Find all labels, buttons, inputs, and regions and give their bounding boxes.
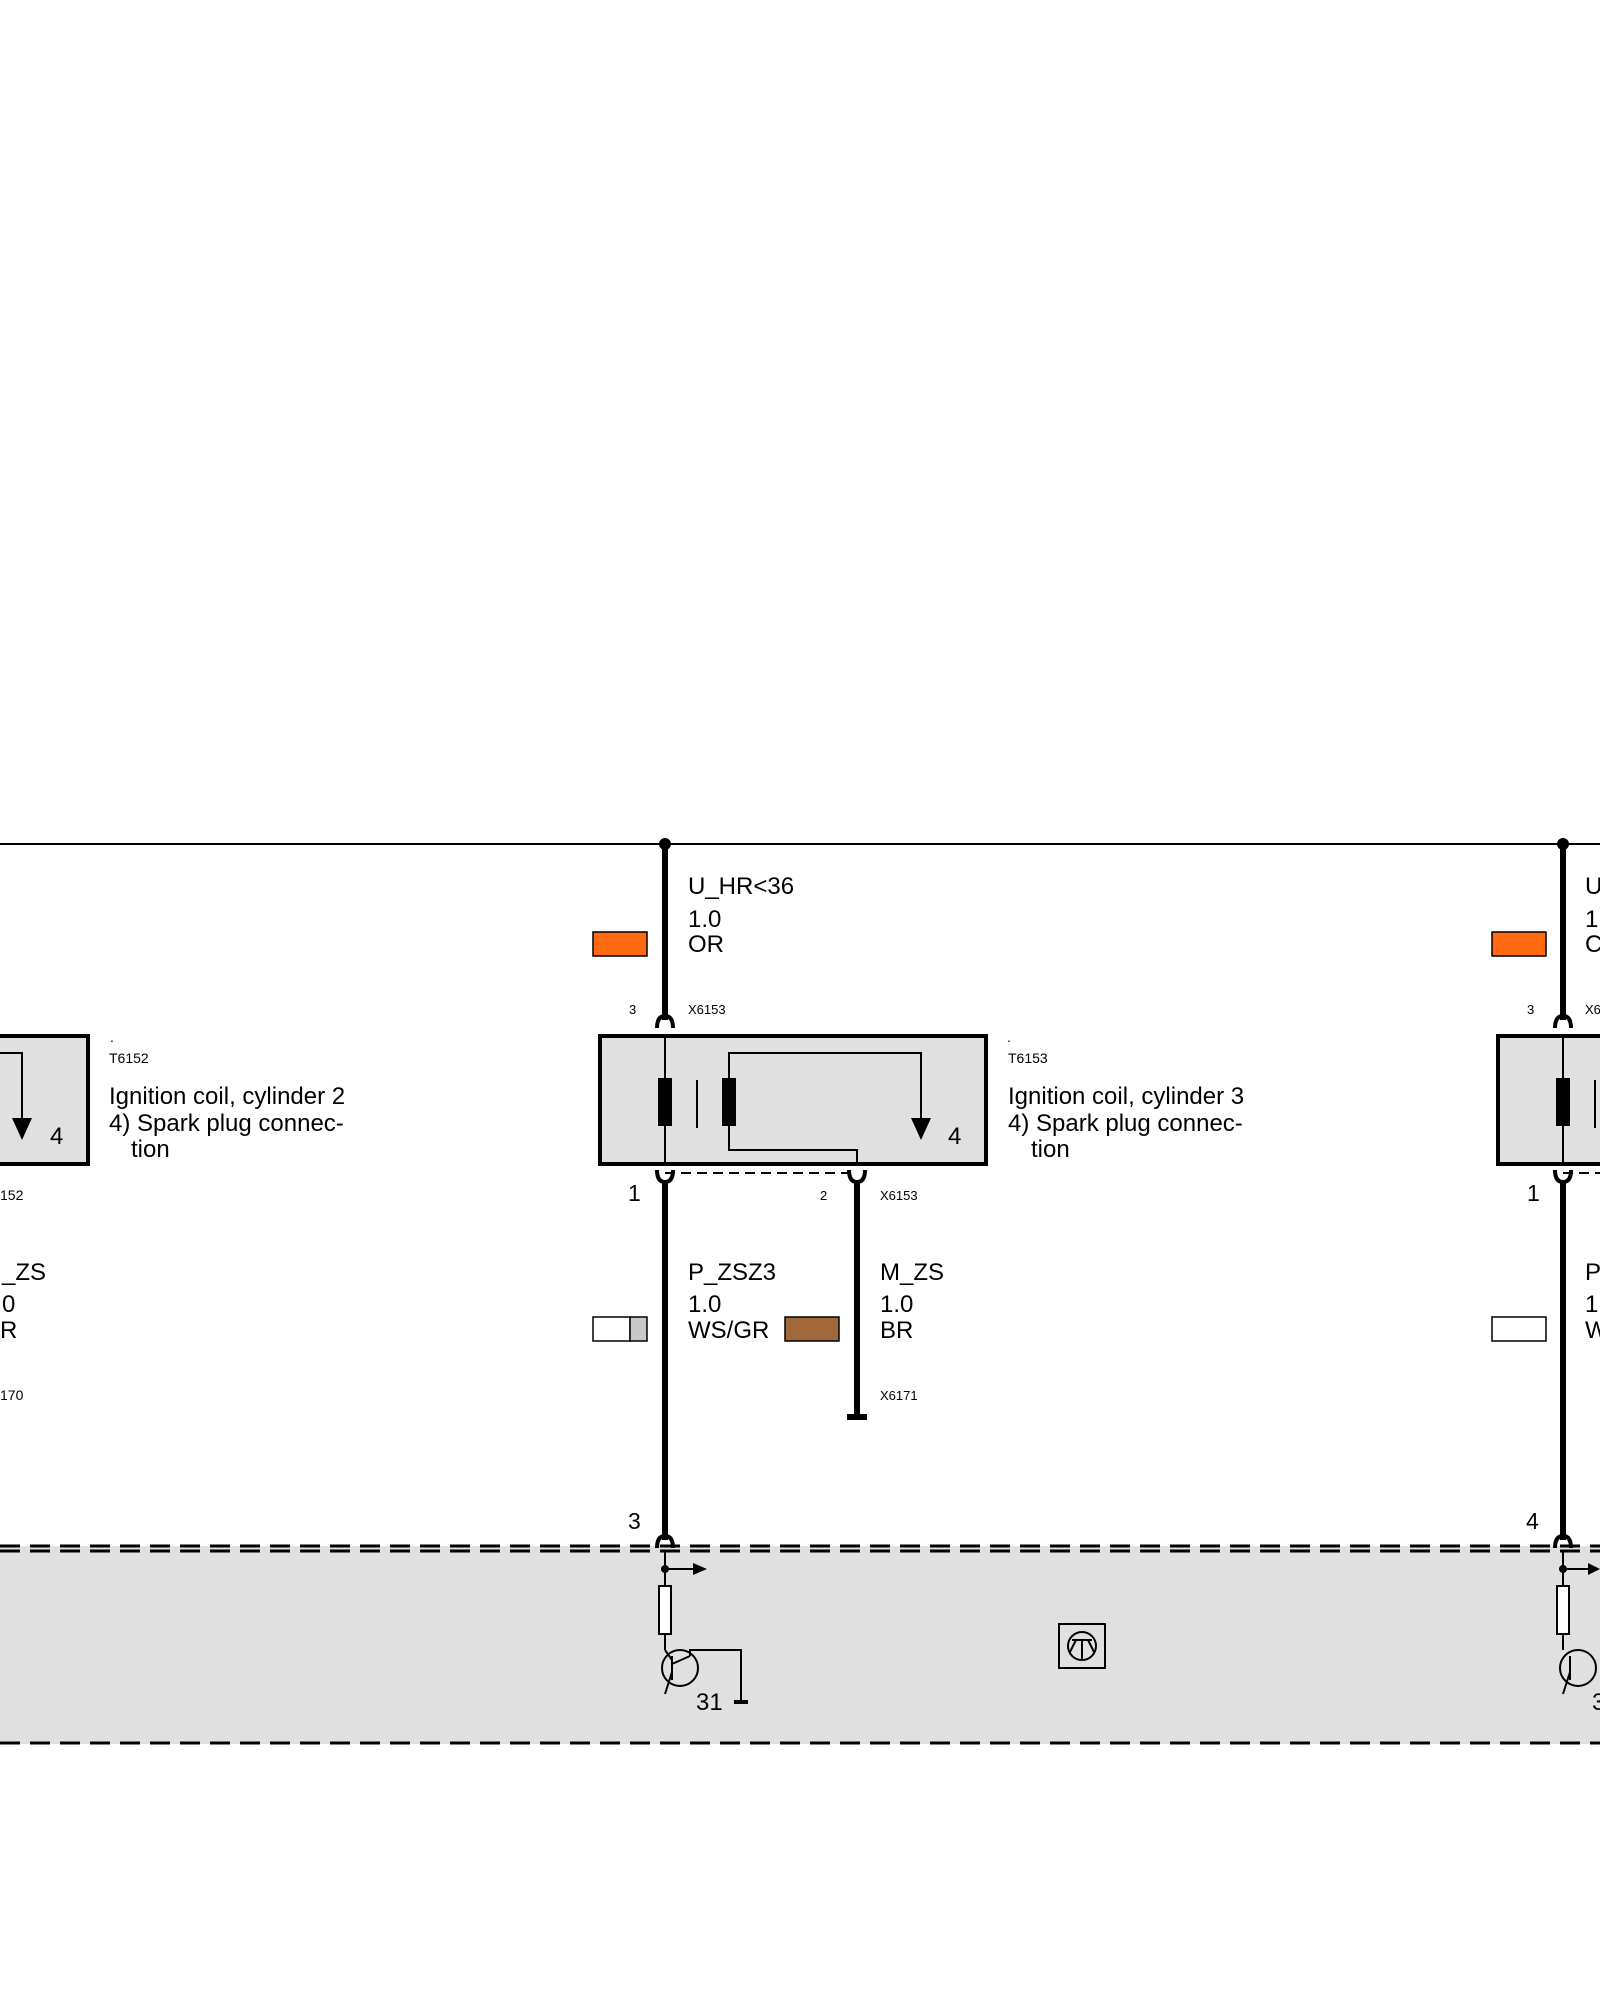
coil3-primary-winding xyxy=(658,1078,672,1126)
coil2-wire-color: R xyxy=(0,1317,17,1344)
ecu-resistor-right xyxy=(1556,1585,1570,1635)
pin1-label-right: 1 xyxy=(1527,1180,1540,1206)
coil2-bottom-connector: 152 xyxy=(0,1187,24,1203)
ecu-pin-right: 4 xyxy=(1526,1508,1539,1534)
bottom-connector-center: X6153 xyxy=(880,1188,918,1203)
signal-name-center: P_ZSZ3 xyxy=(688,1259,776,1286)
pin2-connector-center xyxy=(847,1169,867,1185)
ecu-transistor-icon xyxy=(1058,1623,1106,1669)
transistor-emitter2-right xyxy=(1562,1671,1571,1695)
coil3-desc-3: tion xyxy=(1031,1136,1070,1163)
supply-connector-center xyxy=(655,1013,675,1029)
supply-name-right: U xyxy=(1585,873,1600,900)
transistor-icon-right xyxy=(1559,1649,1597,1687)
ground-color-center: BR xyxy=(880,1317,913,1344)
ecu-connector-center xyxy=(655,1533,675,1549)
coil2-pin-out: 4 xyxy=(50,1123,63,1150)
ground-size-center: 1.0 xyxy=(880,1291,913,1318)
ignition-coil-cyl3 xyxy=(598,1034,988,1166)
coil2-output-arrow xyxy=(12,1118,32,1140)
ignition-coil-cyl2 xyxy=(0,1034,90,1166)
coil3-dot: . xyxy=(1007,1029,1011,1045)
supply-size-center: 1.0 xyxy=(688,906,721,933)
ecu-connector-right xyxy=(1553,1533,1573,1549)
ecu-arrow-head-right xyxy=(1588,1563,1600,1575)
top-pin-center: 3 xyxy=(629,1002,636,1017)
ground-terminal-center xyxy=(847,1414,867,1420)
coil3-secondary-path xyxy=(728,1052,922,1118)
coil2-desc-2: 4) Spark plug connec- xyxy=(109,1110,344,1137)
coil3-id: T6153 xyxy=(1008,1050,1048,1066)
coil3-ground-path xyxy=(728,1126,858,1164)
ecu-ground-label-right: 3 xyxy=(1592,1689,1600,1716)
pin1-label-center: 1 xyxy=(628,1180,641,1206)
transistor-emitter-center xyxy=(671,1655,691,1665)
signal-color-center: WS/GR xyxy=(688,1317,769,1344)
coil4-primary-winding xyxy=(1556,1078,1570,1126)
pin2-label-center: 2 xyxy=(820,1188,827,1203)
signal-name-right: P xyxy=(1585,1259,1600,1286)
top-connector-center: X6153 xyxy=(688,1002,726,1017)
coil3-desc-1: Ignition coil, cylinder 3 xyxy=(1008,1083,1244,1110)
supply-color-right: C xyxy=(1585,931,1600,958)
ground-connector-center: X6171 xyxy=(880,1388,918,1403)
coil2-desc-3: tion xyxy=(131,1136,170,1163)
coil2-wire-size: 0 xyxy=(2,1291,15,1318)
top-pin-right: 3 xyxy=(1527,1002,1534,1017)
supply-color-swatch-right xyxy=(1491,931,1547,957)
supply-size-right: 1 xyxy=(1585,906,1598,933)
coil2-ground-connector: 170 xyxy=(0,1387,24,1403)
transistor-emitter2-center xyxy=(664,1671,673,1695)
coil2-id: T6152 xyxy=(109,1050,149,1066)
coil3-desc-2: 4) Spark plug connec- xyxy=(1008,1110,1243,1137)
transistor-collector-center xyxy=(664,1649,673,1661)
signal-color-right: W xyxy=(1585,1317,1600,1344)
ecu-icon-leg2 xyxy=(1087,1639,1095,1653)
pin1-connector-right xyxy=(1553,1169,1573,1185)
ground-swatch-br xyxy=(784,1316,840,1342)
coil2-dot: . xyxy=(110,1029,114,1045)
signal-swatch-right xyxy=(1491,1316,1547,1342)
ecu-block xyxy=(0,1546,1600,1744)
coil3-secondary-winding xyxy=(722,1078,736,1126)
supply-connector-right xyxy=(1553,1013,1573,1029)
supply-color-swatch-or xyxy=(592,931,648,957)
coil3-pin-out: 4 xyxy=(948,1123,961,1150)
signal-swatch-gr xyxy=(629,1316,648,1342)
coil2-wire-name: _ZS xyxy=(1,1259,46,1286)
ecu-ground-path-center xyxy=(689,1649,742,1700)
supply-color-center: OR xyxy=(688,931,724,958)
signal-swatch-ws xyxy=(592,1316,631,1342)
coil3-output-arrow xyxy=(911,1118,931,1140)
transistor-icon-center xyxy=(661,1649,699,1687)
ecu-pin-center: 3 xyxy=(628,1508,641,1534)
top-connector-right: X6 xyxy=(1585,1002,1600,1017)
ignition-coil-cyl4 xyxy=(1496,1034,1600,1166)
ecu-arrow-head-center xyxy=(693,1563,707,1575)
supply-name-center: U_HR<36 xyxy=(688,873,794,900)
coil2-winding-path xyxy=(0,1052,23,1118)
pin1-connector-center xyxy=(655,1169,675,1185)
signal-size-right: 1 xyxy=(1585,1291,1598,1318)
ground-name-center: M_ZS xyxy=(880,1259,944,1286)
ecu-icon-leg1 xyxy=(1069,1639,1077,1653)
ecu-ground-label-center: 31 xyxy=(696,1689,723,1716)
signal-size-center: 1.0 xyxy=(688,1291,721,1318)
ecu-ground-symbol-center xyxy=(734,1700,748,1704)
ecu-resistor-center xyxy=(658,1585,672,1635)
coil2-desc-1: Ignition coil, cylinder 2 xyxy=(109,1083,345,1110)
